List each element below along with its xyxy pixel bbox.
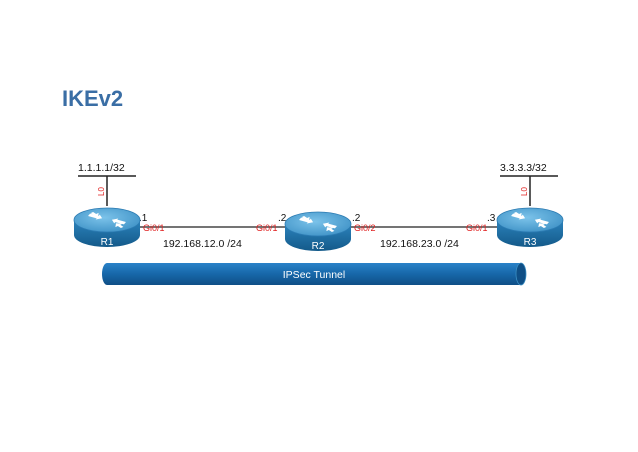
link-r2-r3-left-interface: Gi0/2 [354, 223, 376, 233]
loopback-r3-interface: L0 [520, 187, 529, 196]
ipsec-tunnel-end [515, 262, 527, 286]
page-title: IKEv2 [62, 86, 124, 111]
link-r2-r3: .2 Gi0/2 .3 Gi0/1 192.168.23.0 /24 [348, 213, 500, 250]
loopback-r3: 3.3.3.3/32 L0 [500, 162, 558, 206]
router-r2-top [284, 211, 352, 237]
router-r2-label: R2 [312, 241, 325, 252]
loopback-r3-address: 3.3.3.3/32 [500, 162, 547, 174]
loopback-r1-address: 1.1.1.1/32 [78, 162, 125, 174]
link-r2-r3-right-host: .3 [487, 213, 496, 224]
router-r3: R3 [496, 207, 564, 248]
router-r3-label: R3 [524, 237, 537, 248]
link-r2-r3-right-interface: Gi0/1 [466, 223, 488, 233]
router-arrows-icon [88, 211, 126, 229]
link-r1-r2-network: 192.168.12.0 /24 [163, 238, 242, 250]
ipsec-tunnel: IPSec Tunnel [102, 262, 527, 286]
router-r3-top [496, 207, 564, 233]
ipsec-tunnel-body [102, 263, 526, 285]
router-r2: R2 [284, 211, 352, 252]
link-r2-r3-network: 192.168.23.0 /24 [380, 238, 459, 250]
router-arrows-icon [299, 215, 337, 233]
link-r1-r2-left-host: .1 [139, 213, 148, 224]
link-r1-r2: .1 Gi0/1 .2 Gi0/1 192.168.12.0 /24 [139, 213, 290, 250]
ipsec-tunnel-label: IPSec Tunnel [283, 269, 345, 281]
loopback-r1: 1.1.1.1/32 L0 [78, 162, 136, 206]
link-r1-r2-right-host: .2 [278, 213, 287, 224]
link-r1-r2-right-interface: Gi0/1 [256, 223, 278, 233]
router-r1-top [73, 207, 141, 233]
link-r1-r2-left-interface: Gi0/1 [143, 223, 165, 233]
router-r1: R1 [73, 207, 141, 248]
loopback-r1-interface: L0 [97, 187, 106, 196]
router-arrows-icon [511, 211, 549, 229]
link-r2-r3-left-host: .2 [352, 213, 361, 224]
router-r1-label: R1 [101, 237, 114, 248]
